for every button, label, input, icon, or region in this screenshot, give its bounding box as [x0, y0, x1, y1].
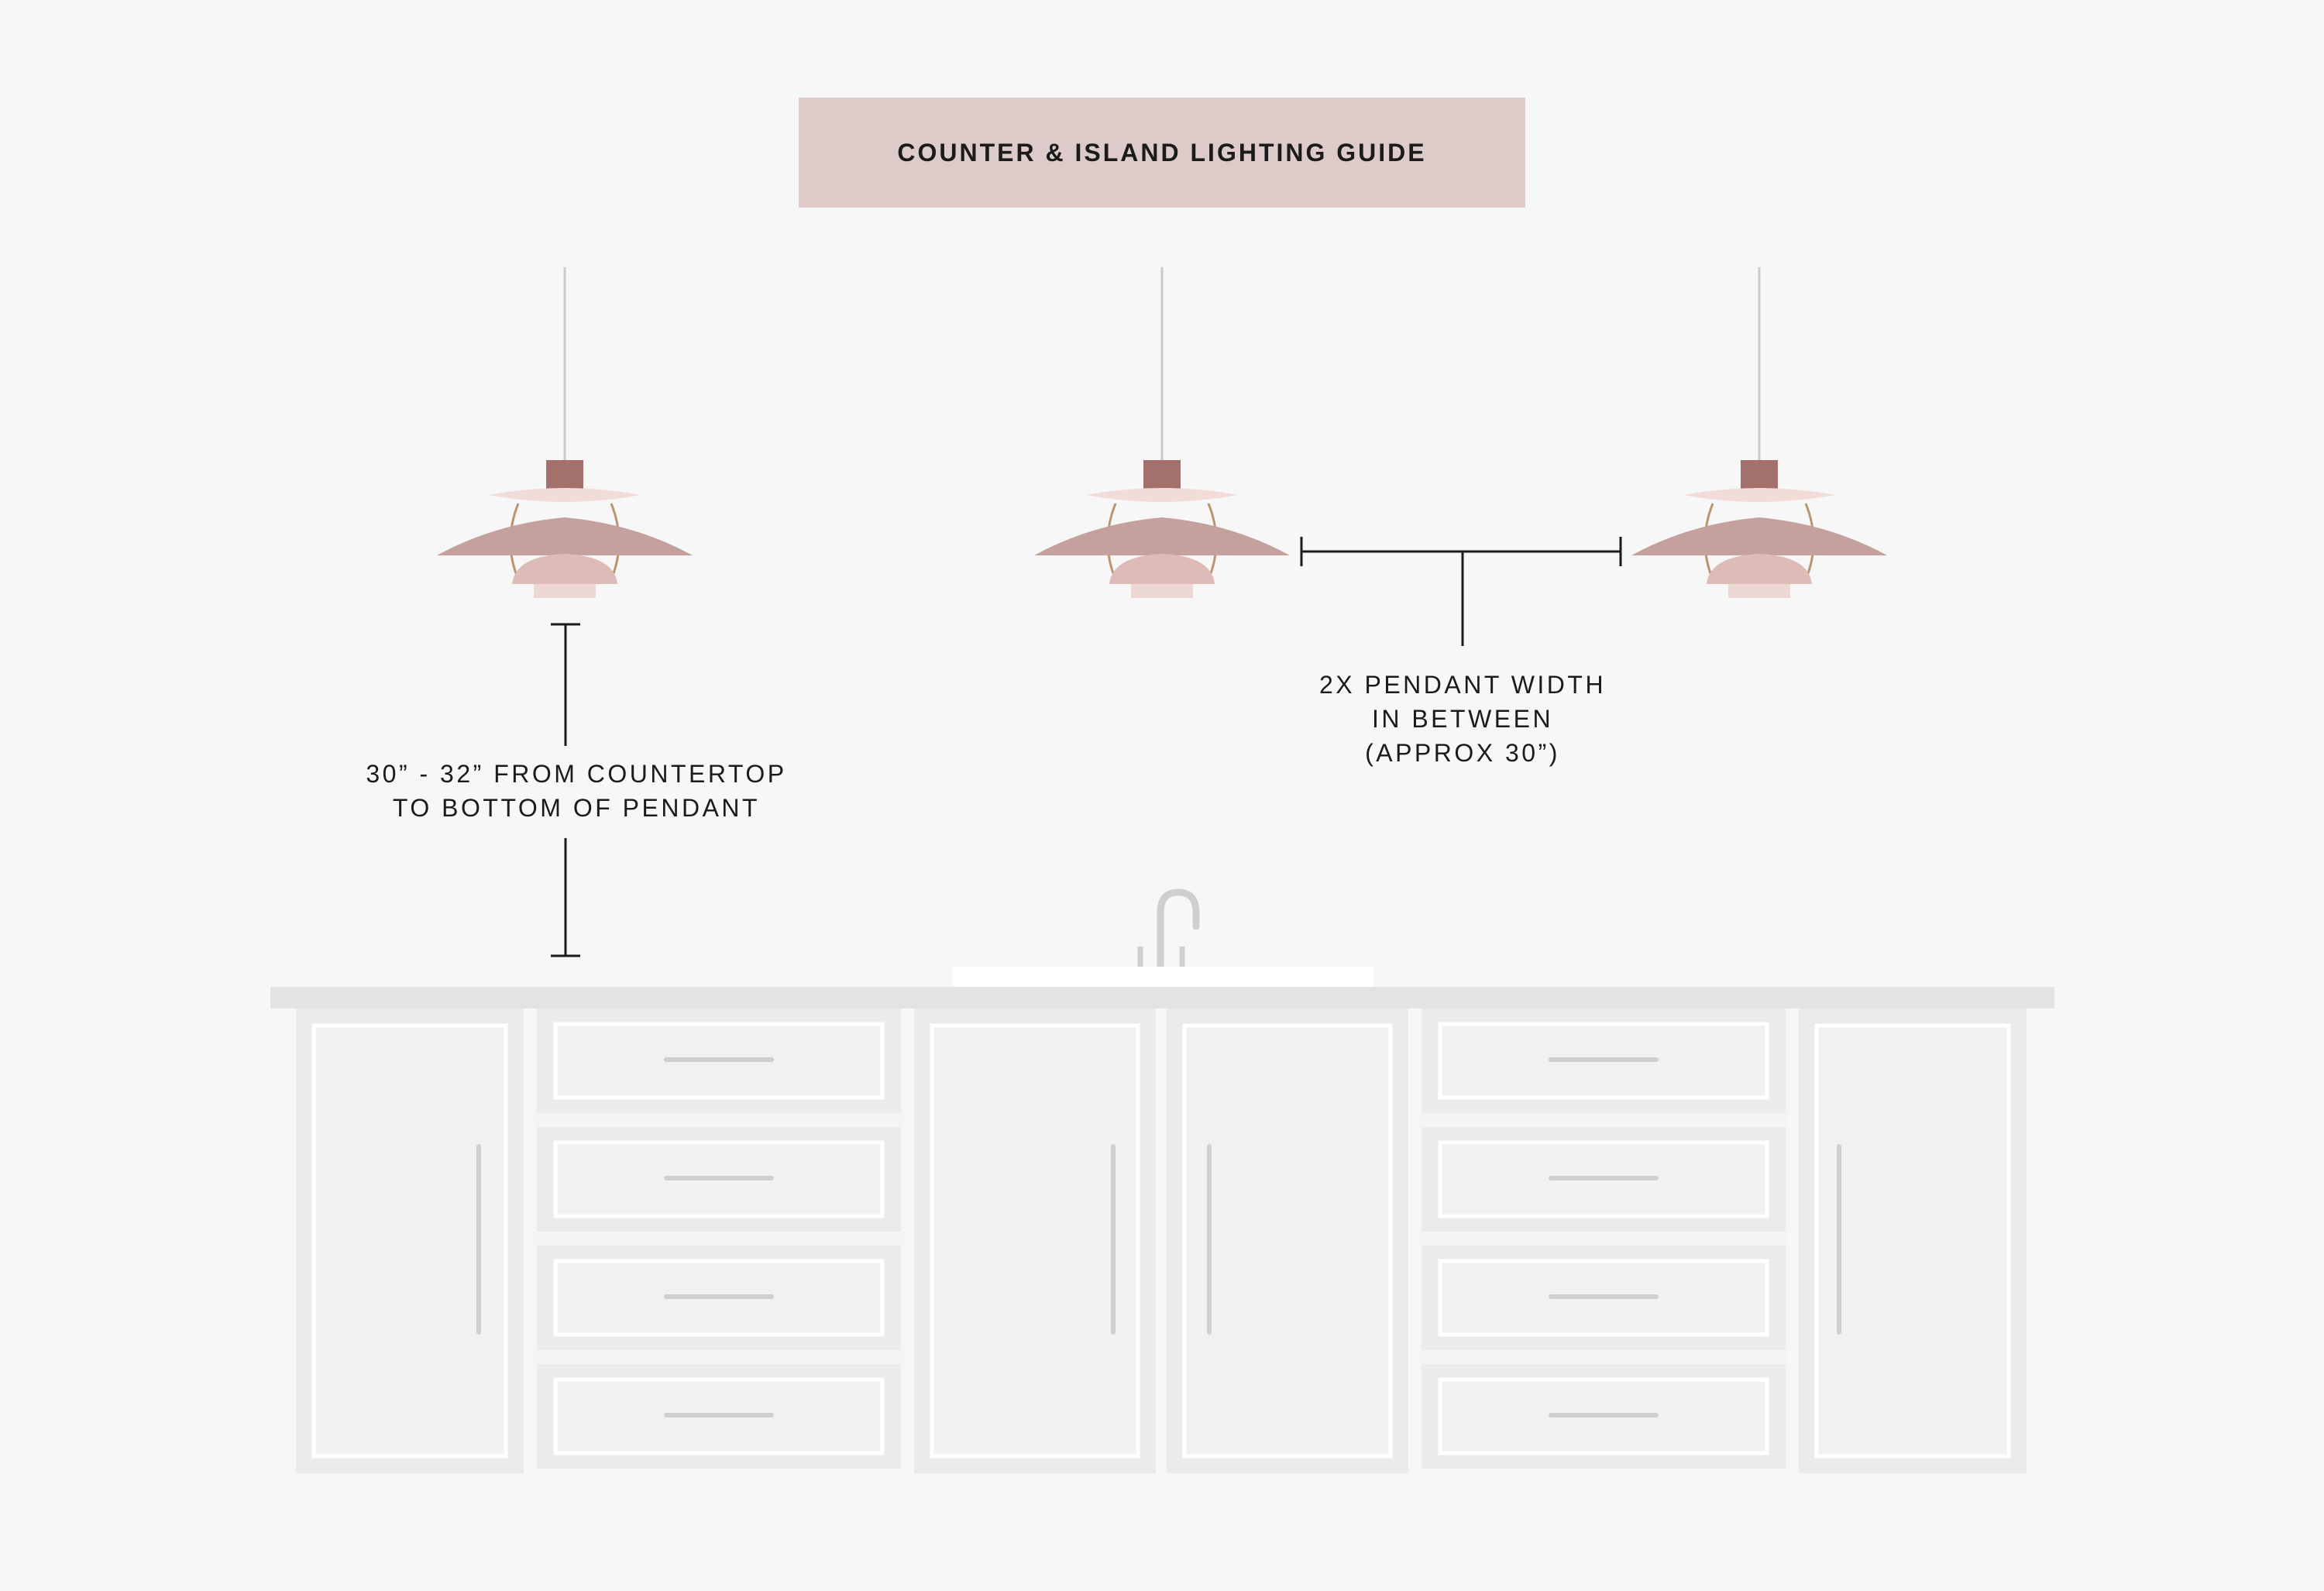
pendant-bottom-disc — [534, 584, 596, 598]
drawer — [1422, 1009, 1786, 1113]
spacing-annotation-label: 2X PENDANT WIDTH IN BETWEEN (APPROX 30”) — [1230, 668, 1695, 770]
pendant-lower-shade — [1109, 554, 1215, 584]
cabinet-door-panel — [930, 1023, 1140, 1459]
height-dimension-marker — [551, 623, 580, 957]
pendant-cap — [1741, 460, 1778, 490]
pendant-bottom-disc — [1728, 584, 1790, 598]
height-annotation-label: 30” - 32” FROM COUNTERTOP TO BOTTOM OF P… — [344, 757, 809, 825]
pendant-main-shade — [1034, 517, 1290, 555]
pendant-top-shade — [489, 488, 641, 502]
pendant-lamp — [1034, 267, 1290, 598]
sink — [953, 967, 1373, 987]
spacing-annotation-line-2: IN BETWEEN — [1371, 705, 1554, 733]
spacing-dimension-marker — [1300, 537, 1622, 646]
drawer-stack — [1418, 1009, 1789, 1473]
countertop — [270, 987, 2054, 1009]
drawer — [537, 1127, 901, 1232]
pendant-cap — [546, 460, 583, 490]
cabinet-door — [1799, 1009, 2027, 1473]
drawer-panel — [553, 1259, 885, 1337]
height-annotation-line-2: TO BOTTOM OF PENDANT — [392, 794, 761, 822]
pendant-bottom-disc — [1131, 584, 1193, 598]
drawer — [1422, 1246, 1786, 1350]
spacing-annotation-line-3: (APPROX 30”) — [1365, 739, 1560, 767]
pendant-cap — [1143, 460, 1181, 490]
cabinet-door — [296, 1009, 524, 1473]
drawer — [537, 1009, 901, 1113]
drawer — [537, 1246, 901, 1350]
height-annotation-line-1: 30” - 32” FROM COUNTERTOP — [366, 760, 787, 788]
drawer — [537, 1364, 901, 1469]
cabinet-door-panel — [311, 1023, 508, 1459]
diagram-title: COUNTER & ISLAND LIGHTING GUIDE — [897, 138, 1427, 167]
pendant-top-shade — [1683, 488, 1835, 502]
pendant-lower-shade — [512, 554, 617, 584]
pendant-main-shade — [1631, 517, 1887, 555]
drawer-stack — [534, 1009, 904, 1473]
pendant-top-shade — [1086, 488, 1238, 502]
pendant-lamp — [1631, 267, 1887, 598]
faucet — [1137, 888, 1200, 970]
spacing-annotation-line-1: 2X PENDANT WIDTH — [1318, 671, 1607, 699]
cabinet-door-panel — [1182, 1023, 1393, 1459]
drawer — [1422, 1127, 1786, 1232]
pendant-lower-shade — [1707, 554, 1812, 584]
drawer-panel — [553, 1377, 885, 1455]
cabinet-door-panel — [1814, 1023, 2011, 1459]
pendant-main-shade — [437, 517, 693, 555]
cabinet-door — [1167, 1009, 1408, 1473]
pendant-lamp — [437, 267, 693, 598]
title-banner: COUNTER & ISLAND LIGHTING GUIDE — [799, 98, 1525, 208]
cabinet-door — [914, 1009, 1156, 1473]
drawer — [1422, 1364, 1786, 1469]
faucet-spout — [1157, 888, 1200, 970]
